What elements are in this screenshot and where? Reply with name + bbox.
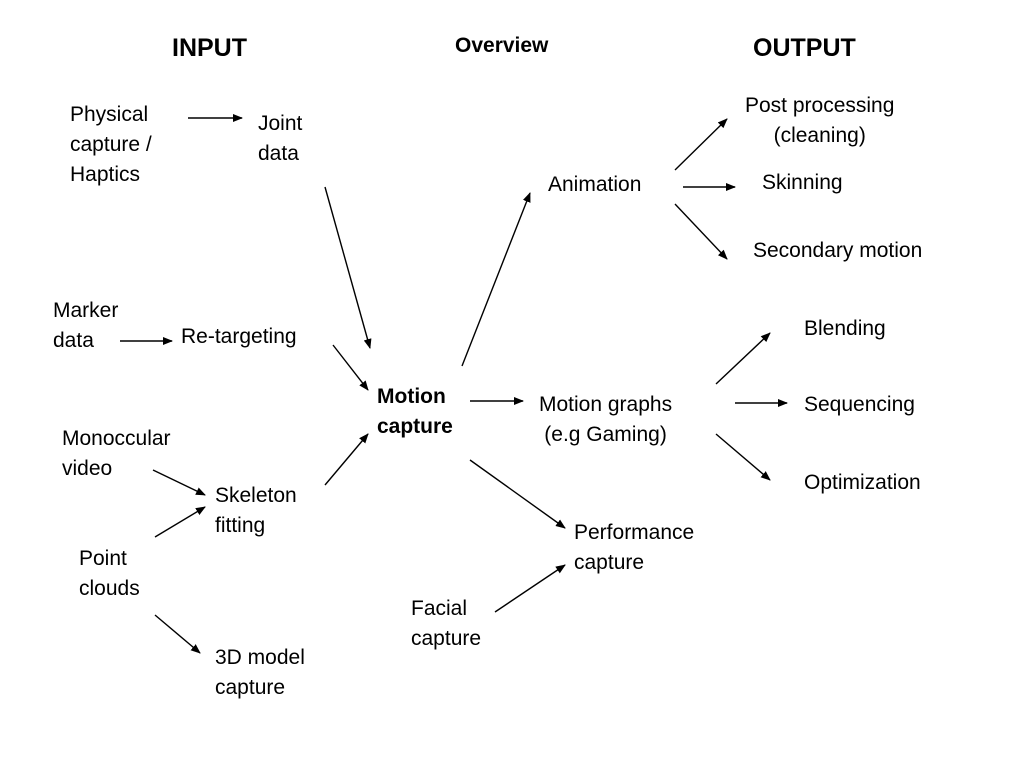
node-skinning: Skinning xyxy=(762,171,843,194)
node-performance-capture: Performance capture xyxy=(574,521,695,574)
arrow-video-to-skeleton xyxy=(152,469,206,496)
arrow-skeleton-to-motion-capture xyxy=(324,433,369,486)
node-motion-capture: Motion capture xyxy=(377,385,453,438)
node-joint-data: Joint data xyxy=(258,112,303,165)
node-sequencing: Sequencing xyxy=(804,393,915,416)
arrow-retargeting-to-motion-capture xyxy=(332,344,369,391)
node-point-clouds: Point clouds xyxy=(79,547,140,600)
node-optimization: Optimization xyxy=(804,471,921,494)
arrow-animation-to-secondary-motion xyxy=(674,203,728,260)
node-post-processing: Post processing (cleaning) xyxy=(745,94,895,147)
node-monoccular-video: Monoccular video xyxy=(62,427,171,480)
arrow-clouds-to-skeleton xyxy=(154,506,206,538)
arrow-clouds-to-3d-model xyxy=(154,614,201,654)
node-marker-data: Marker data xyxy=(53,299,119,352)
arrow-graphs-to-optimization xyxy=(715,433,771,481)
node-secondary-motion: Secondary motion xyxy=(753,239,923,262)
input-header: INPUT xyxy=(172,34,247,62)
arrow-animation-to-post-processing xyxy=(674,118,728,171)
node-3d-model-capture: 3D model capture xyxy=(215,646,305,699)
arrow-graphs-to-blending xyxy=(715,332,771,385)
arrow-motion-capture-to-performance xyxy=(469,459,566,529)
node-blending: Blending xyxy=(804,317,886,340)
node-retargeting: Re-targeting xyxy=(181,325,297,348)
node-animation: Animation xyxy=(548,173,642,196)
arrow-motion-capture-to-animation xyxy=(461,192,531,367)
node-skeleton-fitting: Skeleton fitting xyxy=(215,484,297,537)
output-header: OUTPUT xyxy=(753,34,856,62)
arrow-facial-to-performance xyxy=(494,564,566,613)
node-facial-capture: Facial capture xyxy=(411,597,482,650)
node-physical-capture: Physical capture / Haptics xyxy=(70,103,152,186)
arrow-joint-to-motion-capture xyxy=(324,186,372,349)
overview-header: Overview xyxy=(455,34,549,57)
node-motion-graphs: Motion graphs (e.g Gaming) xyxy=(539,393,673,446)
